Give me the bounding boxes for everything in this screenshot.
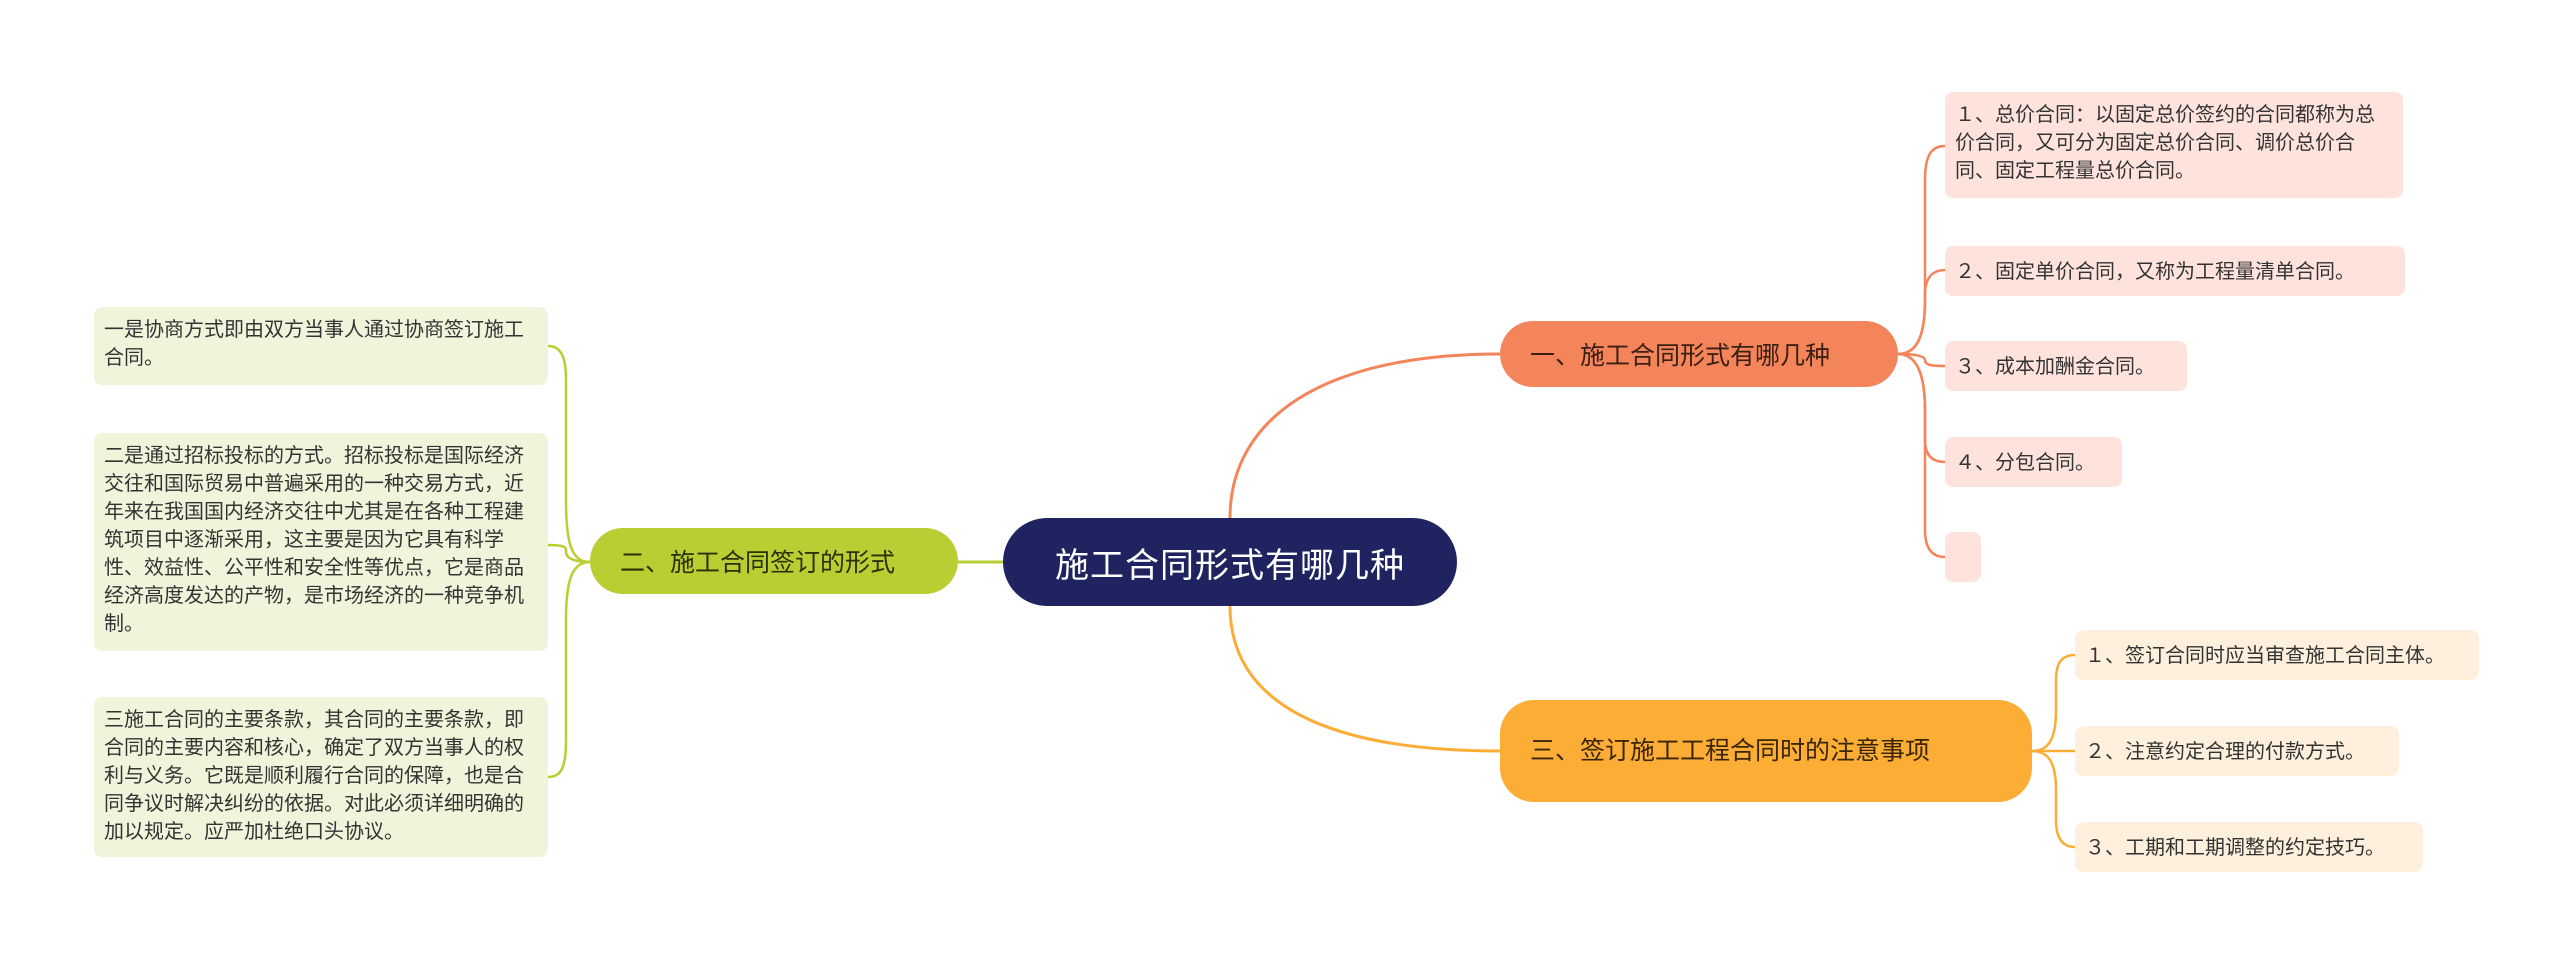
- branch-2-leaf-1[interactable]: 一是协商方式即由双方当事人通过协商签订施工合同。: [94, 307, 548, 385]
- root-topic[interactable]: 施工合同形式有哪几种: [1003, 518, 1457, 606]
- leaf-text: ４、分包合同。: [1955, 450, 2095, 474]
- link-root-branch1: [1228, 352, 1501, 519]
- leaf-text: ３、成本加酬金合同。: [1955, 354, 2155, 378]
- leaf-text: ２、固定单价合同，又称为工程量清单合同。: [1955, 259, 2355, 283]
- leaf-text: 二是通过招标投标的方式。招标投标是国际经济交往和国际贸易中普遍采用的一种交易方式…: [104, 443, 524, 635]
- leaf-text: １、总价合同：以固定总价签约的合同都称为总价合同，又可分为固定总价合同、调价总价…: [1955, 102, 2375, 182]
- branch-2-leaf-2[interactable]: 二是通过招标投标的方式。招标投标是国际经济交往和国际贸易中普遍采用的一种交易方式…: [94, 433, 548, 651]
- branch-1-topic[interactable]: 一、施工合同形式有哪几种: [1500, 321, 1898, 387]
- branch-1-leaf-3[interactable]: ３、成本加酬金合同。: [1945, 341, 2187, 391]
- branch-3-leaf-2[interactable]: ２、注意约定合理的付款方式。: [2075, 726, 2399, 776]
- branch-1-label: 一、施工合同形式有哪几种: [1530, 341, 1831, 370]
- leaf-text: １、签订合同时应当审查施工合同主体。: [2085, 643, 2445, 667]
- branch-1-leaf-5-empty[interactable]: [1945, 532, 1981, 582]
- branch-2-label: 二、施工合同签订的形式: [620, 548, 896, 577]
- leaf-text: 一是协商方式即由双方当事人通过协商签订施工合同。: [104, 317, 524, 369]
- branch-3-label: 三、签订施工工程合同时的注意事项: [1530, 736, 1931, 765]
- branch-2-topic[interactable]: 二、施工合同签订的形式: [590, 528, 958, 594]
- branch-3-leaf-3[interactable]: ３、工期和工期调整的约定技巧。: [2075, 822, 2423, 872]
- branch-1-leaf-2[interactable]: ２、固定单价合同，又称为工程量清单合同。: [1945, 246, 2405, 296]
- root-topic-label: 施工合同形式有哪几种: [1055, 545, 1405, 586]
- branch-1-leaf-4[interactable]: ４、分包合同。: [1945, 437, 2122, 487]
- link-root-branch3: [1228, 605, 1501, 753]
- branch-2-leaf-3[interactable]: 三施工合同的主要条款，其合同的主要条款，即合同的主要内容和核心，确定了双方当事人…: [94, 697, 548, 857]
- branch-3-leaf-1[interactable]: １、签订合同时应当审查施工合同主体。: [2075, 630, 2479, 680]
- branch-1-leaf-1[interactable]: １、总价合同：以固定总价签约的合同都称为总价合同，又可分为固定总价合同、调价总价…: [1945, 92, 2403, 198]
- branch-3-topic[interactable]: 三、签订施工工程合同时的注意事项: [1500, 700, 2032, 802]
- leaf-text: 三施工合同的主要条款，其合同的主要条款，即合同的主要内容和核心，确定了双方当事人…: [104, 707, 524, 843]
- leaf-text: ２、注意约定合理的付款方式。: [2085, 739, 2365, 763]
- leaf-text: ３、工期和工期调整的约定技巧。: [2085, 835, 2385, 859]
